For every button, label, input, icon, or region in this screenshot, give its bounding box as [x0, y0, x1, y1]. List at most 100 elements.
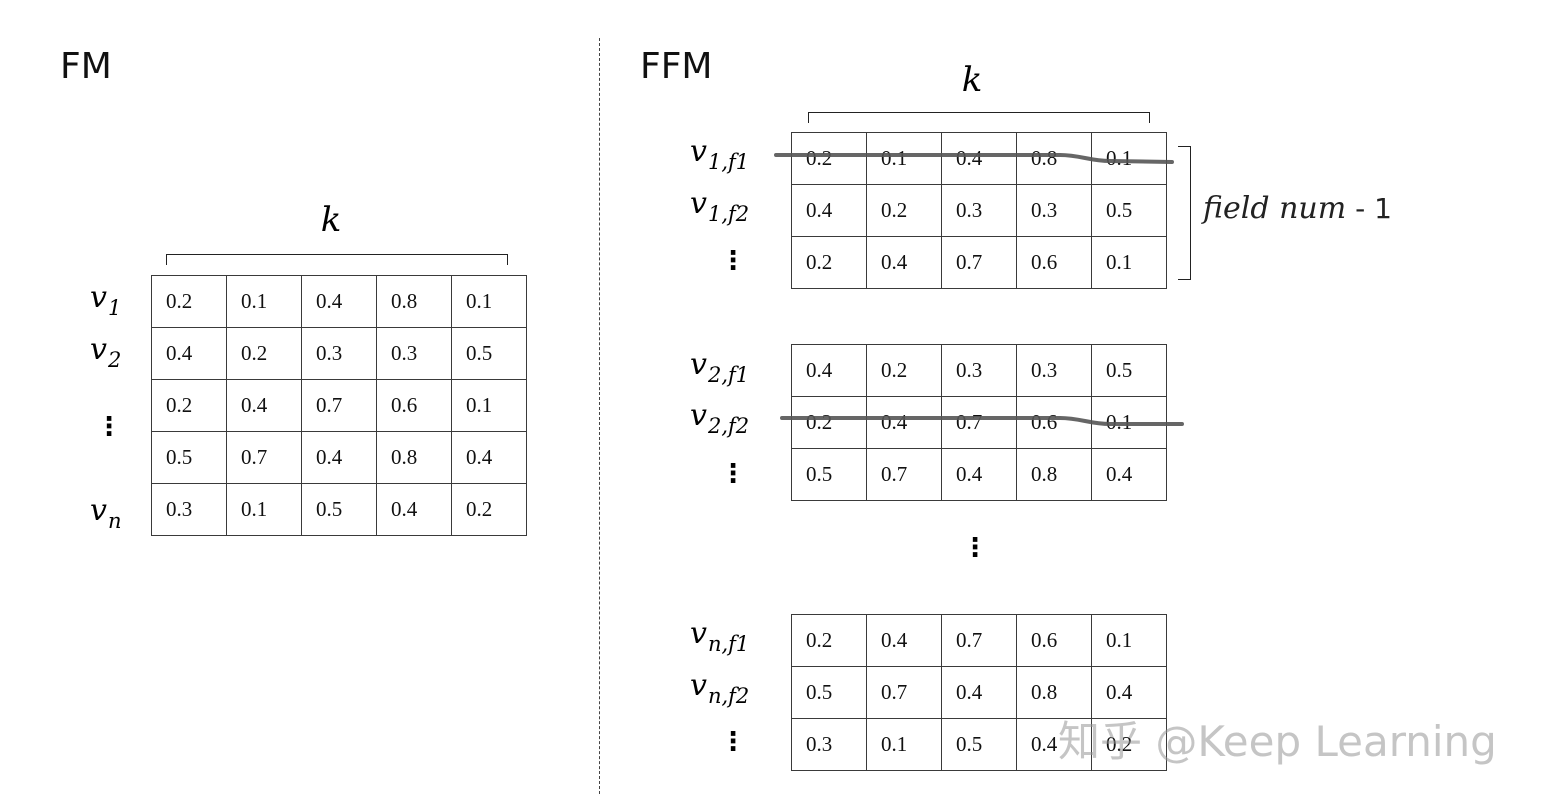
strike-line-v2f2 — [780, 416, 1184, 426]
cell: 0.4 — [1091, 448, 1167, 501]
cell: 0.2 — [1091, 718, 1167, 771]
ffm-label-v2f2-sub: 2,f2 — [707, 414, 750, 438]
table-row: 0.2 0.1 0.4 0.8 0.1 — [151, 275, 527, 328]
table-row: 0.2 0.4 0.7 0.6 0.1 — [791, 236, 1167, 289]
cell: 0.4 — [941, 132, 1017, 185]
cell: 0.2 — [791, 132, 867, 185]
cell: 0.4 — [866, 236, 942, 289]
cell: 0.1 — [1091, 132, 1167, 185]
ffm-title: FFM — [640, 46, 713, 87]
cell: 0.8 — [1016, 448, 1092, 501]
cell: 0.5 — [451, 327, 527, 380]
table-row: 0.5 0.7 0.4 0.8 0.4 — [791, 666, 1167, 719]
ffm-label-v1f1-name: v — [690, 134, 707, 169]
cell: 0.4 — [301, 275, 377, 328]
cell: 0.6 — [1016, 614, 1092, 667]
cell: 0.4 — [376, 483, 452, 536]
cell: 0.2 — [866, 344, 942, 397]
cell: 0.2 — [151, 275, 227, 328]
ffm-k-label: k — [961, 60, 983, 100]
ffm-label-vnf1-sub: n,f1 — [707, 632, 750, 656]
fm-label-v1-name: v — [90, 280, 107, 315]
cell: 0.4 — [941, 666, 1017, 719]
cell: 0.1 — [451, 275, 527, 328]
cell: 0.4 — [941, 448, 1017, 501]
ffm-label-v1f2-name: v — [690, 186, 707, 221]
fm-label-vn-sub: n — [107, 509, 122, 533]
cell: 0.1 — [226, 483, 302, 536]
ffm-label-vnf1-name: v — [690, 616, 707, 651]
cell: 0.1 — [866, 718, 942, 771]
ffm-label-vnf2-name: v — [690, 668, 707, 703]
table-row: 0.2 0.1 0.4 0.8 0.1 — [791, 132, 1167, 185]
strike-line-v1f1 — [774, 153, 1174, 164]
cell: 0.2 — [451, 483, 527, 536]
table-row: 0.2 0.4 0.7 0.6 0.1 — [151, 379, 527, 432]
ffm-label-v2f2-name: v — [690, 398, 707, 433]
ffm-label-v1f1-sub: 1,f1 — [707, 150, 750, 174]
ffm-label-vnf2-sub: n,f2 — [707, 684, 750, 708]
cell: 0.3 — [791, 718, 867, 771]
ffm-label-v1f2: v1,f2 — [690, 186, 749, 227]
field-num-italic: field num — [1203, 191, 1347, 226]
cell: 0.1 — [1091, 614, 1167, 667]
table-row: 0.4 0.2 0.3 0.3 0.5 — [791, 344, 1167, 397]
cell: 0.3 — [151, 483, 227, 536]
ffm-label-v2f1: v2,f1 — [690, 350, 749, 388]
cell: 0.2 — [226, 327, 302, 380]
ffm-label-vnf1: vn,f1 — [690, 616, 749, 657]
cell: 0.4 — [451, 431, 527, 484]
table-row: 0.5 0.7 0.4 0.8 0.4 — [791, 448, 1167, 501]
cell: 0.5 — [1091, 184, 1167, 237]
cell: 0.4 — [301, 431, 377, 484]
cell: 0.1 — [1091, 236, 1167, 289]
cell: 0.7 — [301, 379, 377, 432]
cell: 0.4 — [791, 344, 867, 397]
watermark: 知乎 @Keep Learning — [1058, 717, 1497, 766]
cell: 0.2 — [791, 236, 867, 289]
cell: 0.3 — [376, 327, 452, 380]
table-row: 0.2 0.4 0.7 0.6 0.1 — [791, 614, 1167, 667]
ffm-label-v1f1: v1,f1 — [690, 134, 749, 175]
cell: 0.7 — [941, 396, 1017, 449]
field-num-label: field num - 1 — [1203, 191, 1392, 226]
fm-matrix: 0.2 0.1 0.4 0.8 0.1 0.4 0.2 0.3 0.3 0.5 … — [151, 275, 527, 536]
fm-label-v1-sub: 1 — [107, 296, 122, 320]
ffm-k-brace — [808, 112, 1150, 123]
ffm-label-vnf2: vn,f2 — [690, 668, 749, 709]
fm-k-label: k — [320, 200, 342, 240]
fm-label-v1: v1 — [90, 280, 121, 321]
cell: 0.6 — [1016, 236, 1092, 289]
cell: 0.7 — [941, 236, 1017, 289]
cell: 0.7 — [226, 431, 302, 484]
cell: 0.4 — [1091, 666, 1167, 719]
table-row: 0.3 0.1 0.5 0.4 0.2 — [151, 483, 527, 536]
ffm-matrix-1: 0.2 0.1 0.4 0.8 0.1 0.4 0.2 0.3 0.3 0.5 … — [791, 132, 1167, 289]
fm-k-brace — [166, 254, 508, 265]
cell: 0.6 — [376, 379, 452, 432]
fm-label-vn: vn — [90, 496, 121, 534]
cell: 0.1 — [451, 379, 527, 432]
cell: 0.5 — [301, 483, 377, 536]
ffm-label-v2f2: v2,f2 — [690, 398, 749, 439]
cell: 0.5 — [941, 718, 1017, 771]
ffm-label-v1f2-sub: 1,f2 — [707, 202, 750, 226]
cell: 0.4 — [1016, 718, 1092, 771]
cell: 0.2 — [791, 614, 867, 667]
field-num-rest: - 1 — [1346, 192, 1392, 225]
cell: 0.3 — [301, 327, 377, 380]
fm-label-v2: v2 — [90, 335, 121, 373]
cell: 0.8 — [1016, 666, 1092, 719]
cell: 0.7 — [866, 666, 942, 719]
cell: 0.6 — [1016, 396, 1092, 449]
fm-title: FM — [60, 46, 112, 87]
field-num-brace — [1178, 146, 1191, 280]
table-row: 0.5 0.7 0.4 0.8 0.4 — [151, 431, 527, 484]
cell: 0.4 — [226, 379, 302, 432]
cell: 0.2 — [866, 184, 942, 237]
fm-label-v2-sub: 2 — [107, 348, 122, 372]
cell: 0.7 — [941, 614, 1017, 667]
cell: 0.1 — [226, 275, 302, 328]
ffm-label-v2f1-sub: 2,f1 — [707, 363, 750, 387]
